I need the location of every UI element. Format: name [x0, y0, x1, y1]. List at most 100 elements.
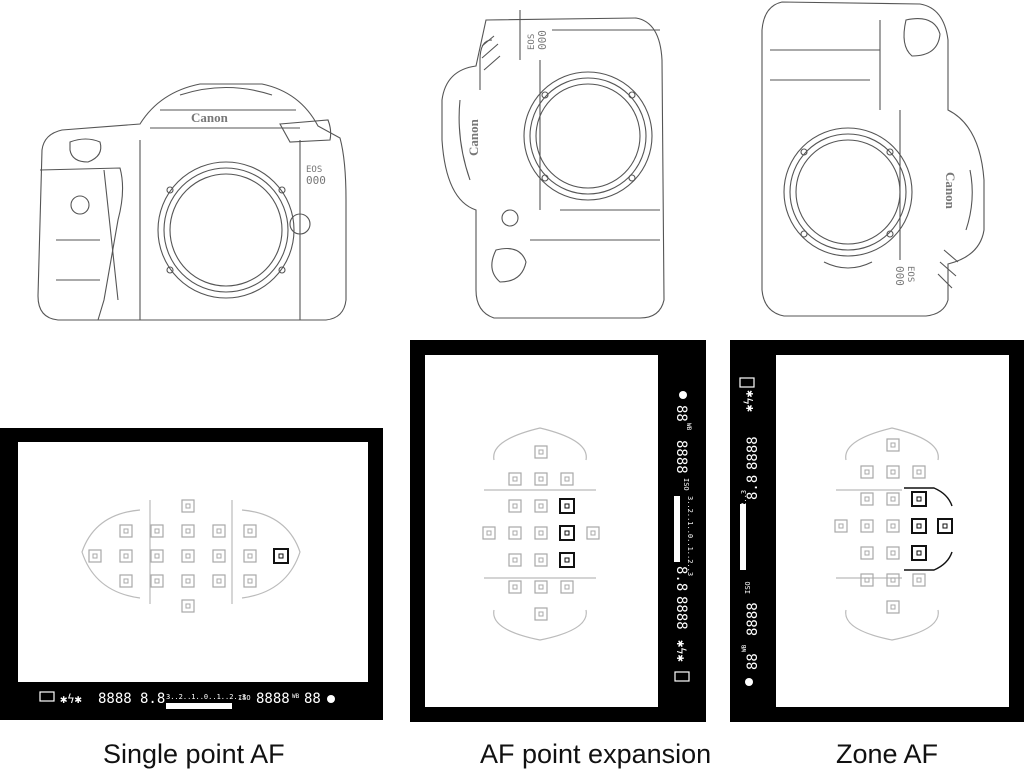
camera-model-label-2: 000 [306, 174, 326, 187]
af-point-center [890, 523, 896, 529]
readout-segment-a: 8888 [673, 596, 689, 630]
af-point-center [486, 530, 492, 536]
af-point-center [512, 557, 518, 563]
af-point-center [216, 553, 222, 559]
af-point-center [564, 530, 570, 536]
af-point [912, 573, 926, 587]
af-point-center [564, 557, 570, 563]
viewfinder-info-bar: 88 WB 8888 ISO 3..2..1..0..1..2..3 8.8 8… [673, 391, 694, 682]
af-point-center [890, 469, 896, 475]
af-point-center [538, 530, 544, 536]
af-point-center [92, 553, 98, 559]
af-point-center [538, 503, 544, 509]
caption-zone-af: Zone AF [836, 739, 939, 769]
af-point-center [123, 553, 129, 559]
af-point-center [864, 577, 870, 583]
wb-label: WB [292, 693, 300, 700]
af-point [860, 573, 874, 587]
active-zone-outline [904, 487, 953, 571]
af-point-center [185, 578, 191, 584]
camera-model-label-1: EOS [905, 266, 915, 282]
iso-label: ISO [744, 581, 752, 594]
af-point-active [273, 548, 289, 564]
af-point-center [890, 577, 896, 583]
af-point [886, 546, 900, 560]
af-point-center [185, 553, 191, 559]
viewfinder-info-bar: ✱ϟ✱ 8888 8.8 3..2..1..0..1..2..3 ISO 888… [739, 377, 761, 686]
af-point-center [512, 503, 518, 509]
af-point-center [864, 550, 870, 556]
af-point-center [538, 449, 544, 455]
caption-af-point-expansion: AF point expansion [480, 739, 712, 769]
af-point [912, 465, 926, 479]
af-point [860, 492, 874, 506]
af-point [508, 499, 522, 513]
af-point-center [564, 584, 570, 590]
af-point [586, 526, 600, 540]
af-point [560, 580, 574, 594]
af-point-center [942, 523, 948, 529]
af-point [212, 549, 226, 563]
af-point-center [185, 603, 191, 609]
camera-brand-label: Canon [191, 110, 229, 125]
svg-text:✱ϟ✱: ✱ϟ✱ [742, 390, 756, 412]
af-point [534, 607, 548, 621]
svg-text:✱ϟ✱: ✱ϟ✱ [60, 692, 82, 706]
af-point [508, 553, 522, 567]
af-zone-outlines [484, 427, 596, 641]
af-point [860, 546, 874, 560]
af-point [860, 519, 874, 533]
readout-segment-c: 8888 [745, 602, 761, 636]
af-point-center [864, 469, 870, 475]
af-point-center [890, 604, 896, 610]
viewfinder-screen [776, 355, 1009, 707]
af-point-center [512, 584, 518, 590]
caption-single-point-af: Single point AF [103, 739, 285, 769]
camera-brand-label: Canon [466, 118, 481, 156]
camera-front-vertical-left [441, 10, 665, 319]
af-point-center [216, 578, 222, 584]
viewfinder-zone: ✱ϟ✱ 8888 8.8 3..2..1..0..1..2..3 ISO 888… [730, 340, 1024, 722]
af-point-center [890, 496, 896, 502]
af-point-center [278, 553, 284, 559]
af-point [181, 574, 195, 588]
camera-front-horizontal [37, 83, 347, 321]
camera-model-label-1: EOS [306, 165, 322, 175]
af-point [508, 526, 522, 540]
af-point [119, 549, 133, 563]
af-point-active [911, 518, 927, 534]
af-point-center [916, 550, 922, 556]
af-point-center [247, 553, 253, 559]
svg-text:✱ϟ✱: ✱ϟ✱ [674, 640, 688, 662]
af-point-center [538, 611, 544, 617]
viewfinder-single-point: ✱ϟ✱ 8888 8.8 3..2..1..0..1..2..3 ISO 888… [0, 428, 383, 720]
af-point-active [911, 545, 927, 561]
readout-segment-a: 8888 [745, 436, 761, 470]
af-point [119, 524, 133, 538]
af-point [88, 549, 102, 563]
camera-front-vertical-right [761, 1, 985, 317]
af-point [181, 549, 195, 563]
af-point-grid [834, 438, 953, 614]
af-point [886, 519, 900, 533]
af-point [834, 519, 848, 533]
readout-segment-b: 8.8 [140, 691, 165, 707]
viewfinder-expansion: 88 WB 8888 ISO 3..2..1..0..1..2..3 8.8 8… [410, 340, 706, 722]
af-point [886, 600, 900, 614]
af-point-center [564, 503, 570, 509]
af-point-active [911, 491, 927, 507]
af-point-center [247, 528, 253, 534]
af-point-center [590, 530, 596, 536]
af-point [860, 465, 874, 479]
af-point-active [559, 552, 575, 568]
af-point-center [123, 528, 129, 534]
af-point [150, 574, 164, 588]
af-point-center [154, 578, 160, 584]
af-point-center [538, 476, 544, 482]
af-point [886, 573, 900, 587]
af-point-center [123, 578, 129, 584]
af-point-center [890, 442, 896, 448]
af-zone-outlines [81, 500, 301, 604]
camera-model-label-2: 000 [893, 266, 906, 286]
readout-segment-d: 88 [745, 653, 761, 670]
